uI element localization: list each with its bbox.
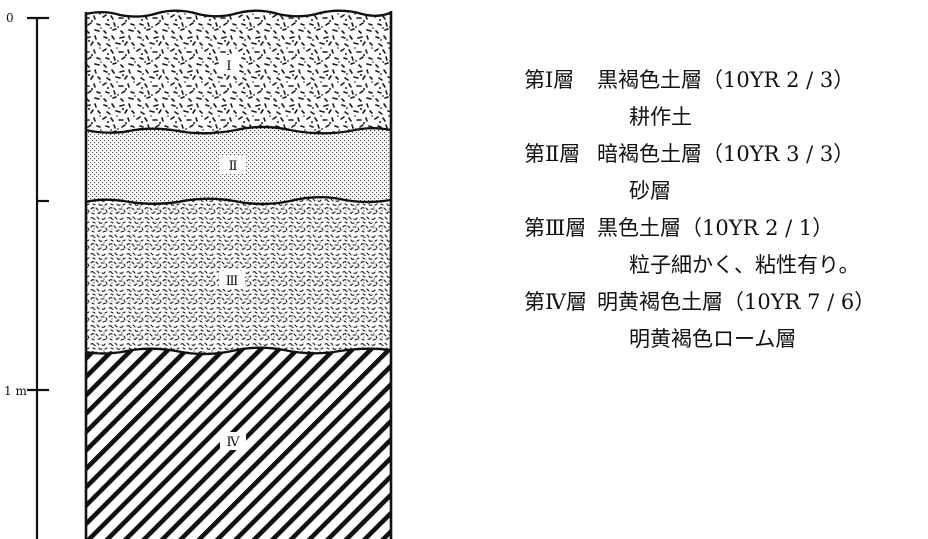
layer-1-note: 耕作土 (629, 105, 692, 129)
layer-3-numeral: Ⅲ (226, 274, 239, 289)
boundary-3-4 (85, 346, 391, 356)
legend-subrow-layer-4: 明黄褐色ローム層 (524, 321, 924, 358)
boundary-1-2 (85, 125, 391, 135)
layer-1-name: 第Ⅰ層 (524, 68, 575, 92)
layer-legend: 第Ⅰ層 黒褐色土層（10YR 2 / 3） 耕作土 第Ⅱ層 暗褐色土層（10YR… (524, 62, 924, 358)
layer-3-note: 粒子細かく、粘性有り。 (629, 253, 860, 277)
scale-label-0: 0 (6, 11, 14, 25)
layer-4-numeral: Ⅳ (227, 435, 241, 450)
legend-row-layer-2: 第Ⅱ層 暗褐色土層（10YR 3 / 3） (524, 136, 924, 173)
layer-2-description: 暗褐色土層（10YR 3 / 3） (597, 142, 855, 166)
legend-row-layer-3: 第Ⅲ層 黒色土層（10YR 2 / 1） (524, 210, 924, 247)
legend-subrow-layer-1: 耕作土 (524, 99, 924, 136)
layer-3-description: 黒色土層（10YR 2 / 1） (597, 216, 834, 240)
legend-row-layer-4: 第Ⅳ層 明黄褐色土層（10YR 7 / 6） (524, 284, 924, 321)
legend-row-layer-1: 第Ⅰ層 黒褐色土層（10YR 2 / 3） (524, 62, 924, 99)
surface-line (85, 9, 391, 18)
layer-4-name: 第Ⅳ層 (524, 290, 587, 314)
scale-label-1m: 1 m (4, 384, 27, 398)
layer-2-numeral: Ⅱ (229, 159, 238, 174)
layer-1-description: 黒褐色土層（10YR 2 / 3） (597, 68, 855, 92)
legend-subrow-layer-3: 粒子細かく、粘性有り。 (524, 247, 924, 284)
layer-4-description: 明黄褐色土層（10YR 7 / 6） (597, 290, 876, 314)
layer-2-name: 第Ⅱ層 (524, 142, 581, 166)
layer-4-note: 明黄褐色ローム層 (629, 327, 797, 351)
layer-2-note: 砂層 (629, 179, 671, 203)
legend-subrow-layer-2: 砂層 (524, 173, 924, 210)
boundary-2-3 (85, 196, 391, 206)
layer-3-name: 第Ⅲ層 (524, 216, 587, 240)
layer-1-numeral: Ⅰ (226, 59, 231, 74)
